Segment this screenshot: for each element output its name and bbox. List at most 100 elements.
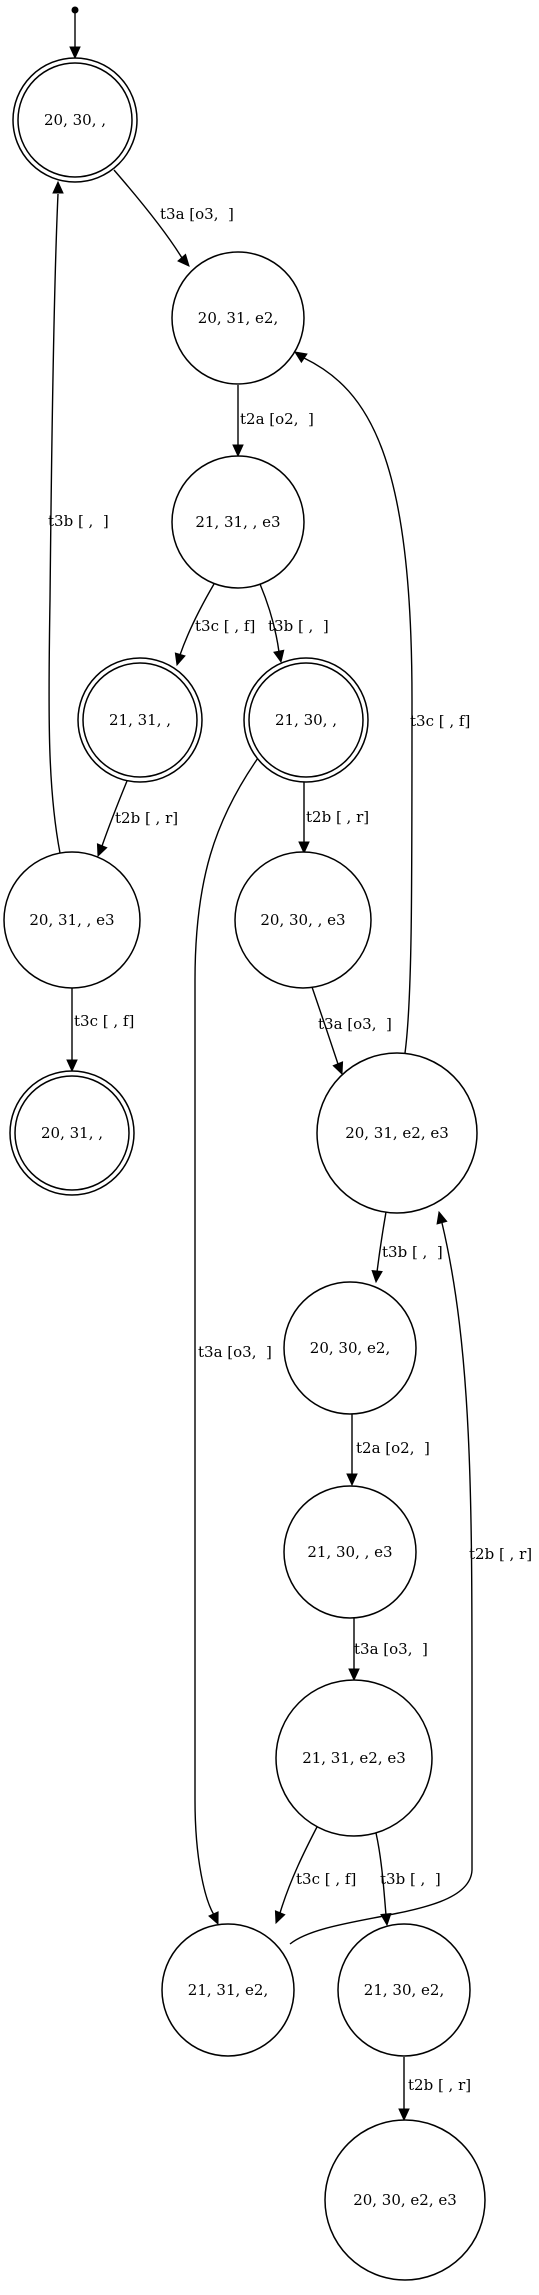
- arrow-head-icon: [96, 843, 108, 858]
- edge-label: t3c [ , f]: [410, 712, 470, 730]
- edge-line: [311, 986, 339, 1065]
- state-node-n4: 21, 31, ,: [77, 657, 203, 783]
- state-circle: [161, 1923, 295, 2057]
- edge-label: t2b [ , r]: [306, 808, 369, 826]
- edge-e1: [113, 169, 190, 267]
- state-label: 21, 31, ,: [109, 711, 171, 729]
- state-label: 20, 30, ,: [44, 111, 106, 129]
- edge-line: [179, 583, 215, 656]
- state-label: 21, 31, e2,: [188, 1981, 268, 1999]
- state-label: 20, 31, e2,: [198, 309, 278, 327]
- accepting-state-inner-circle: [14, 1075, 130, 1191]
- nodes-layer: 20, 30, , 20, 31, e2, 21, 31, , e3 21, 31, …: [3, 57, 486, 2281]
- state-node-n12: 21, 31, e2, e3: [275, 1679, 433, 1837]
- state-label: 20, 30, e2, e3: [353, 2191, 457, 2209]
- state-node-n10: 20, 30, e2,: [283, 1281, 417, 1415]
- edge-line: [375, 1832, 387, 1916]
- state-label: 21, 30, e2,: [364, 1981, 444, 1999]
- edges-layer: [48, 6, 473, 2122]
- state-label: 21, 30, , e3: [307, 1543, 392, 1561]
- state-node-n1: 20, 30, ,: [12, 57, 138, 183]
- edge-e4: [259, 583, 285, 664]
- edge-label: t3a [o3, ]: [318, 1015, 392, 1033]
- state-node-n13: 21, 31, e2,: [161, 1923, 295, 2057]
- arrow-head-icon: [273, 649, 285, 664]
- state-node-n7: 20, 30, , e3: [234, 851, 372, 989]
- state-node-n14: 21, 30, e2,: [337, 1923, 471, 2057]
- edge-label: t2b [ , r]: [408, 2076, 471, 2094]
- state-node-n3: 21, 31, , e3: [171, 455, 305, 589]
- edge-label: t3a [o3, ]: [198, 1343, 272, 1361]
- edge-e11: [293, 351, 413, 1054]
- edge-e13: [346, 1414, 358, 1487]
- accepting-state-inner-circle: [248, 662, 364, 778]
- state-node-n5: 21, 30, ,: [243, 657, 369, 783]
- edge-line: [101, 780, 128, 847]
- edge-label: t2a [o2, ]: [356, 1439, 430, 1457]
- edge-label: t3a [o3, ]: [354, 1640, 428, 1658]
- state-label: 20, 31, e2, e3: [345, 1124, 449, 1142]
- edge-e9: [194, 757, 259, 1926]
- arrow-head-icon: [348, 1668, 360, 1682]
- state-circle: [337, 1923, 471, 2057]
- state-circle: [171, 251, 305, 385]
- arrow-head-icon: [371, 1269, 383, 1284]
- arrow-head-icon: [298, 841, 310, 855]
- arrow-head-icon: [346, 1473, 358, 1487]
- edge-e0: [69, 6, 81, 60]
- edge-label: t3a [o3, ]: [160, 205, 234, 223]
- arrow-head-icon: [208, 1911, 219, 1926]
- edge-e12: [371, 1211, 387, 1284]
- edge-label: t2b [ , r]: [115, 809, 178, 827]
- edge-e8: [298, 782, 310, 855]
- arrow-head-icon: [398, 2108, 410, 2122]
- edge-label: t3b [ , ]: [48, 512, 109, 530]
- edge-e7: [66, 988, 78, 1073]
- edge-labels-layer: t3a [o3, ] t2a [o2, ] t3c [ , f] t3b [ , ] t…: [48, 205, 532, 2094]
- state-node-n11: 21, 30, , e3: [283, 1485, 417, 1619]
- arrow-head-icon: [293, 351, 308, 364]
- edge-e2: [232, 385, 244, 458]
- edge-line: [376, 1211, 387, 1273]
- edge-e6: [48, 180, 64, 854]
- edge-e3: [174, 583, 215, 667]
- state-node-n9: 20, 31, e2, e3: [316, 1052, 478, 1214]
- state-node-n2: 20, 31, e2,: [171, 251, 305, 385]
- state-node-n8: 20, 31, ,: [9, 1070, 135, 1196]
- edge-e18: [398, 2057, 410, 2122]
- state-circle: [324, 2119, 486, 2281]
- edge-e10: [311, 986, 344, 1076]
- state-label: 20, 30, e2,: [310, 1339, 390, 1357]
- arrow-head-icon: [66, 1059, 78, 1073]
- accepting-state-inner-circle: [82, 662, 198, 778]
- arrow-head-icon: [274, 1910, 286, 1925]
- state-label: 21, 31, e2, e3: [302, 1749, 406, 1767]
- edge-label: t3c [ , f]: [195, 617, 255, 635]
- state-circle: [283, 1281, 417, 1415]
- arrow-head-icon: [232, 444, 244, 458]
- state-node-n15: 20, 30, e2, e3: [324, 2119, 486, 2281]
- arrow-head-icon: [332, 1061, 344, 1076]
- edge-line: [289, 1222, 473, 1945]
- edge-e5: [96, 780, 128, 858]
- edge-line: [259, 583, 280, 653]
- edge-label: t3c [ , f]: [74, 1012, 134, 1030]
- edge-line: [48, 193, 61, 854]
- edge-line: [194, 757, 259, 1916]
- edge-line: [279, 1824, 319, 1914]
- state-circle: [283, 1485, 417, 1619]
- edge-e14: [348, 1618, 360, 1682]
- arrow-head-icon: [177, 253, 190, 267]
- edge-label: t3b [ , ]: [380, 1870, 441, 1888]
- arrow-head-icon: [174, 652, 186, 667]
- arrow-head-icon: [52, 180, 64, 194]
- state-label: 21, 30, ,: [275, 711, 337, 729]
- state-label: 20, 31, ,: [41, 1124, 103, 1142]
- state-circle: [316, 1052, 478, 1214]
- edge-e17: [289, 1210, 473, 1945]
- state-circle: [234, 851, 372, 989]
- arrow-head-icon: [69, 46, 81, 60]
- state-label: 20, 31, , e3: [29, 911, 114, 929]
- state-circle: [171, 455, 305, 589]
- accepting-state-inner-circle: [17, 62, 133, 178]
